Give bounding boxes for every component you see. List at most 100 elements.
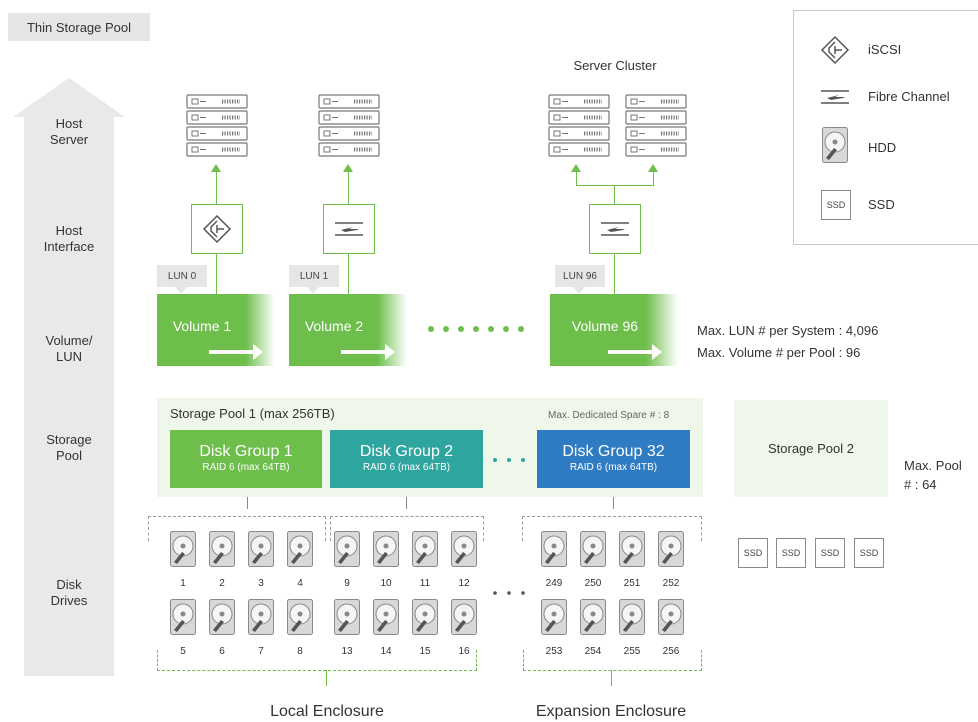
server-icon bbox=[548, 94, 610, 160]
storage-pool-2: Storage Pool 2 bbox=[734, 400, 888, 497]
fibre-channel-icon bbox=[821, 90, 849, 104]
disk-group-1-bracket bbox=[148, 516, 326, 541]
local-enclosure-label: Local Enclosure bbox=[270, 703, 384, 720]
disk-number: 5 bbox=[180, 646, 186, 657]
legend-label-iscsi: iSCSI bbox=[868, 42, 902, 57]
hdd-icon bbox=[451, 531, 477, 567]
disk-number: 6 bbox=[219, 646, 225, 657]
server-icon bbox=[625, 94, 687, 160]
disk-group-2-bracket bbox=[330, 516, 484, 541]
disk-number: 15 bbox=[419, 646, 431, 657]
disk-number: 250 bbox=[584, 578, 602, 589]
hdd-icon bbox=[287, 599, 313, 635]
volume-dot bbox=[443, 326, 449, 332]
connector bbox=[216, 254, 217, 294]
connector bbox=[653, 172, 654, 186]
disk-number: 3 bbox=[258, 578, 264, 589]
disk-group-name: Disk Group 2 bbox=[359, 443, 454, 460]
volume-note-volume: Max. Volume # per Pool : 96 bbox=[697, 345, 861, 360]
fibre-channel-interface-cluster bbox=[589, 204, 641, 254]
disk-number: 253 bbox=[545, 646, 563, 657]
layer-volume-lun: Volume/ LUN bbox=[45, 333, 93, 364]
expansion-enclosure-bracket bbox=[523, 650, 702, 671]
hdd-icon bbox=[209, 531, 235, 567]
connector bbox=[348, 254, 349, 294]
legend-label-ssd: SSD bbox=[868, 197, 895, 212]
server-cluster-label: Server Cluster bbox=[573, 58, 657, 73]
disk-number: 16 bbox=[458, 646, 470, 657]
legend-label-fibre-channel: Fibre Channel bbox=[868, 89, 950, 104]
disk-group-raid: RAID 6 (max 64TB) bbox=[569, 462, 658, 473]
disk-number: 256 bbox=[662, 646, 680, 657]
connector bbox=[576, 172, 577, 186]
connector bbox=[614, 254, 615, 294]
layer-host-interface: Host Interface bbox=[43, 223, 95, 254]
disk-number: 9 bbox=[344, 578, 350, 589]
hdd-icon bbox=[412, 531, 438, 567]
volume-dot bbox=[473, 326, 479, 332]
disk-group-ellipsis bbox=[493, 458, 525, 462]
connector bbox=[326, 670, 327, 686]
iscsi-icon bbox=[202, 214, 232, 244]
connector bbox=[406, 497, 407, 509]
hdd-icon bbox=[580, 599, 606, 635]
storage-pool-2-title: Storage Pool 2 bbox=[767, 441, 854, 456]
disk-number: 251 bbox=[623, 578, 641, 589]
volume-note-lun: Max. LUN # per System : 4,096 bbox=[697, 323, 879, 338]
disk-number: 7 bbox=[258, 646, 264, 657]
disk-number: 13 bbox=[341, 646, 353, 657]
volume-arrow bbox=[341, 344, 395, 360]
volume-arrow bbox=[608, 344, 662, 360]
disk-number: 4 bbox=[297, 578, 303, 589]
disk-number: 2 bbox=[219, 578, 225, 589]
volume-2: Volume 2 bbox=[289, 294, 407, 366]
volume-dot bbox=[488, 326, 494, 332]
layer-arrow bbox=[24, 116, 114, 676]
connector bbox=[614, 186, 615, 204]
disk-group-raid: RAID 6 (max 64TB) bbox=[362, 462, 451, 473]
hdd-icon bbox=[580, 531, 606, 567]
disk-number: 14 bbox=[380, 646, 392, 657]
volume-label: Volume 1 bbox=[172, 318, 232, 334]
layer-arrow-head bbox=[13, 78, 125, 117]
server-icon bbox=[186, 94, 248, 160]
disk-group-name: Disk Group 1 bbox=[199, 443, 293, 460]
spare-note: Max. Dedicated Spare # : 8 bbox=[548, 410, 670, 421]
layer-storage-pool: Storage Pool bbox=[46, 432, 92, 463]
disk-number: 12 bbox=[458, 578, 470, 589]
fibre-channel-interface bbox=[323, 204, 375, 254]
hdd-icon bbox=[541, 531, 567, 567]
ssd-icon: SSD bbox=[854, 538, 884, 568]
hdd-icon bbox=[658, 531, 684, 567]
local-enclosure-bracket bbox=[157, 650, 477, 671]
fibre-channel-icon bbox=[601, 222, 629, 236]
volume-arrow bbox=[209, 344, 263, 360]
connector bbox=[247, 497, 248, 509]
iscsi-interface bbox=[191, 204, 243, 254]
disk-number: 254 bbox=[584, 646, 602, 657]
lun-tag: LUN 1 bbox=[289, 265, 339, 294]
hdd-icon bbox=[334, 599, 360, 635]
hdd-icon bbox=[248, 599, 274, 635]
hdd-icon bbox=[619, 531, 645, 567]
legend: iSCSI Fibre Channel HDD SSD SSD bbox=[793, 10, 978, 245]
volume-label: Volume 2 bbox=[304, 318, 364, 334]
ssd-icon: SSD bbox=[738, 538, 768, 568]
volume-label: Volume 96 bbox=[571, 318, 639, 334]
layer-host-server: Host Server bbox=[49, 116, 89, 147]
hdd-icon bbox=[451, 599, 477, 635]
hdd-icon bbox=[822, 127, 848, 163]
hdd-icon bbox=[412, 599, 438, 635]
disk-number: 8 bbox=[297, 646, 303, 657]
connector bbox=[613, 497, 614, 509]
volume-96: Volume 96 bbox=[550, 294, 678, 366]
disk-group-1: Disk Group 1 RAID 6 (max 64TB) bbox=[170, 430, 322, 488]
ssd-icon: SSD bbox=[821, 190, 851, 220]
layer-disk-drives: Disk Drives bbox=[50, 577, 88, 608]
volume-dot bbox=[458, 326, 464, 332]
hdd-icon bbox=[658, 599, 684, 635]
lun-tag: LUN 96 bbox=[555, 265, 605, 294]
storage-pool-1-title: Storage Pool 1 (max 256TB) bbox=[170, 406, 335, 421]
volume-dot bbox=[518, 326, 524, 332]
ssd-icon: SSD bbox=[815, 538, 845, 568]
